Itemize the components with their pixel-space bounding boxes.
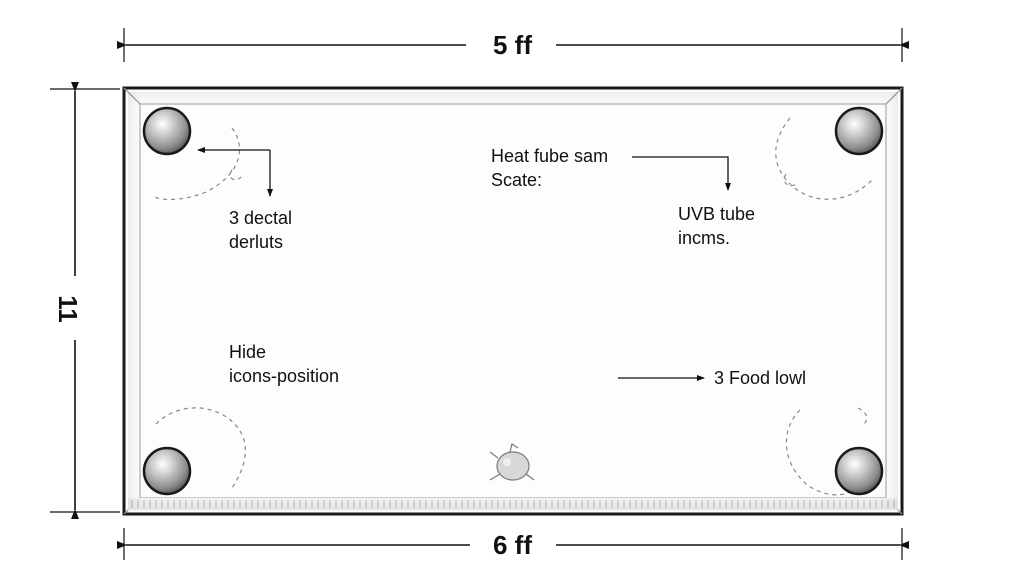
uvb-label: UVB tube incms. <box>678 202 755 250</box>
hide-label: Hide icons-position <box>229 340 339 388</box>
lamp-icon <box>834 106 884 156</box>
heat-label-line1: Heat fube sam <box>491 146 609 166</box>
side-dimension <box>50 82 120 519</box>
hide-label-line2: icons-position <box>229 366 340 386</box>
bottom-dimension <box>117 528 909 560</box>
uvb-label-line2: incms. <box>678 228 731 248</box>
lamp-icon <box>142 446 192 496</box>
uvb-label-line1: UVB tube <box>678 204 756 224</box>
tank-outer-frame <box>122 86 904 516</box>
top-dimension-label: 5 ff <box>487 30 538 60</box>
substrate-strip <box>128 498 898 510</box>
heat-label-line2: Scate: <box>491 170 543 190</box>
tank <box>122 86 904 516</box>
side-dimension-label: 11 <box>52 291 83 327</box>
food-label: 3 Food lowl <box>714 368 807 388</box>
hide-label-line1: Hide <box>229 342 267 362</box>
lamps <box>142 106 884 496</box>
callout-arrow-heat <box>632 156 731 191</box>
dashed-curve-top-right <box>775 117 873 200</box>
dashed-curve-bottom-left <box>155 407 246 489</box>
hide-icon <box>489 443 535 481</box>
dashed-curve-top-left <box>151 127 241 201</box>
lamp-icon <box>142 106 192 156</box>
dashed-squiggle-top-left <box>229 169 243 181</box>
top-dimension <box>117 28 909 62</box>
heat-label: Heat fube sam Scate: <box>491 144 608 192</box>
decal-label-line1: 3 dectal <box>229 208 293 228</box>
bottom-dimension-label: 6 ff <box>487 530 538 560</box>
dashed-squiggle-top-right <box>783 173 799 187</box>
substrate-pattern <box>131 500 895 508</box>
callout-arrows <box>197 147 731 381</box>
decal-label-line2: derluts <box>229 232 284 252</box>
lamp-icon <box>834 446 884 496</box>
dashed-squiggle-bottom-right <box>857 407 868 425</box>
decal-label: 3 dectal derluts <box>229 206 292 254</box>
